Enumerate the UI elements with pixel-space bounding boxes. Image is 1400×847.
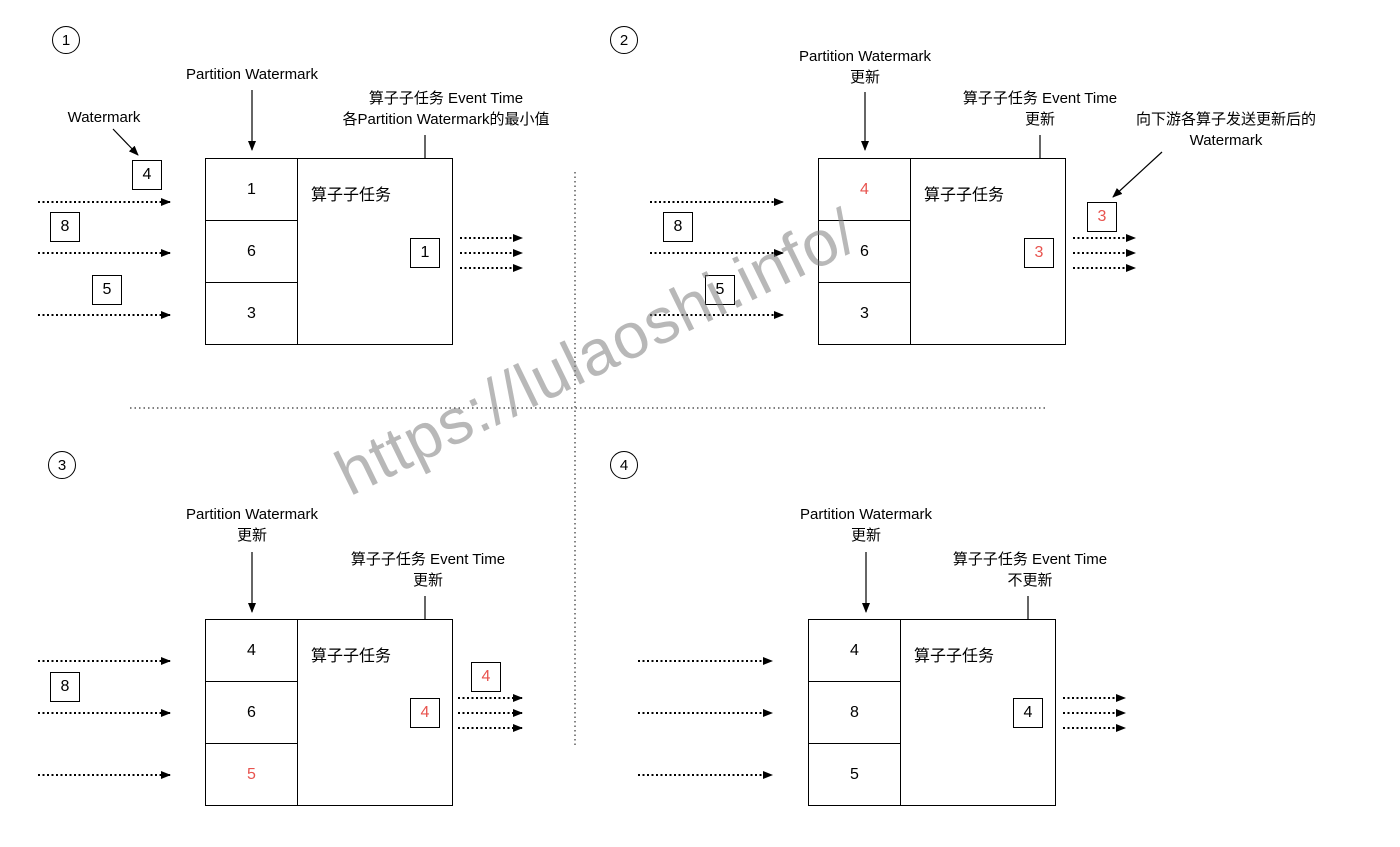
panel-number: 3 [57, 456, 67, 474]
partition-watermark-label: Partition Watermark 更新 [785, 46, 945, 88]
partition-watermark-table: 4 8 5 算子子任务 [808, 619, 1056, 806]
partition-watermark-label-line2: 更新 [850, 527, 881, 544]
input-watermark-value: 8 [673, 218, 683, 235]
event-time-value: 4 [420, 704, 430, 721]
output-watermark-box: 3 [1087, 202, 1117, 232]
event-time-label-line2: 更新 [1024, 111, 1055, 128]
partition-cell: 4 [809, 620, 900, 682]
input-watermark-value: 8 [60, 218, 70, 235]
event-time-label: 算子子任务 Event Time 更新 [950, 88, 1130, 130]
partition-column: 4 6 5 [206, 620, 298, 805]
panel-number: 1 [61, 31, 71, 49]
partition-watermark-label: Partition Watermark [172, 64, 332, 85]
output-watermark-value: 3 [1097, 208, 1107, 225]
operator-subtask-label: 算子子任务 [311, 187, 392, 204]
operator-subtask-label: 算子子任务 [311, 648, 392, 665]
event-time-value: 3 [1034, 244, 1044, 261]
input-watermark-box: 4 [132, 160, 162, 190]
operator-subtask-area: 算子子任务 [911, 159, 1065, 344]
event-time-label-line2: 不更新 [1007, 572, 1053, 589]
input-watermark-value: 4 [142, 166, 152, 183]
panel-4-badge: 4 [610, 451, 638, 479]
partition-cell: 4 [206, 620, 297, 682]
watermark-label-text: Watermark [67, 109, 141, 126]
operator-subtask-label: 算子子任务 [914, 648, 995, 665]
partition-watermark-label-line1: Partition Watermark [800, 506, 932, 523]
operator-subtask-area: 算子子任务 [298, 620, 452, 805]
partition-watermark-label-line1: Partition Watermark [799, 48, 931, 65]
event-time-label: 算子子任务 Event Time 更新 [338, 549, 518, 591]
partition-watermark-label-line2: 更新 [236, 527, 267, 544]
downstream-label: 向下游各算子发送更新后的 Watermark [1120, 109, 1332, 151]
downstream-label-line2: Watermark [1189, 132, 1263, 149]
panel-number: 4 [619, 456, 629, 474]
partition-cell: 5 [850, 765, 859, 783]
partition-cell: 6 [206, 221, 297, 283]
input-watermark-box: 5 [705, 275, 735, 305]
panel-1-badge: 1 [52, 26, 80, 54]
event-time-label-line1: 算子子任务 Event Time [962, 90, 1118, 107]
event-time-box: 1 [410, 238, 440, 268]
partition-cell: 3 [247, 304, 256, 322]
partition-cell: 6 [206, 682, 297, 744]
event-time-label-line2: 各Partition Watermark的最小值 [342, 111, 550, 128]
panel-number: 2 [619, 31, 629, 49]
operator-subtask-area: 算子子任务 [298, 159, 452, 344]
partition-column: 4 8 5 [809, 620, 901, 805]
partition-cell: 6 [819, 221, 910, 283]
partition-column: 4 6 3 [819, 159, 911, 344]
partition-cell: 8 [809, 682, 900, 744]
event-time-label: 算子子任务 Event Time 不更新 [940, 549, 1120, 591]
input-watermark-box: 8 [50, 672, 80, 702]
output-watermark-value: 4 [481, 668, 491, 685]
partition-watermark-label-line2: 更新 [849, 69, 880, 86]
event-time-box: 3 [1024, 238, 1054, 268]
partition-watermark-label: Partition Watermark 更新 [786, 504, 946, 546]
event-time-box: 4 [410, 698, 440, 728]
input-watermark-box: 5 [92, 275, 122, 305]
input-watermark-value: 8 [60, 678, 70, 695]
event-time-label: 算子子任务 Event Time 各Partition Watermark的最小… [328, 88, 564, 130]
input-watermark-box: 8 [663, 212, 693, 242]
operator-subtask-area: 算子子任务 [901, 620, 1055, 805]
watermark-pointer-arrow [112, 128, 139, 156]
event-time-label-line1: 算子子任务 Event Time [350, 551, 506, 568]
downstream-label-line1: 向下游各算子发送更新后的 [1135, 111, 1316, 128]
input-watermark-box: 8 [50, 212, 80, 242]
input-watermark-value: 5 [715, 281, 725, 298]
watermark-label: Watermark [58, 107, 150, 128]
partition-watermark-label: Partition Watermark 更新 [172, 504, 332, 546]
input-watermark-value: 5 [102, 281, 112, 298]
event-time-label-line1: 算子子任务 Event Time [368, 90, 524, 107]
operator-subtask-label: 算子子任务 [924, 187, 1005, 204]
partition-column: 1 6 3 [206, 159, 298, 344]
output-watermark-box: 4 [471, 662, 501, 692]
partition-cell: 4 [819, 159, 910, 221]
event-time-label-line2: 更新 [412, 572, 443, 589]
partition-watermark-label-line1: Partition Watermark [186, 506, 318, 523]
downstream-pointer-arrow [1112, 151, 1163, 198]
panel-3-badge: 3 [48, 451, 76, 479]
partition-cell: 3 [860, 304, 869, 322]
partition-cell: 1 [206, 159, 297, 221]
event-time-value: 1 [420, 244, 430, 261]
panel-2-badge: 2 [610, 26, 638, 54]
event-time-value: 4 [1023, 704, 1033, 721]
partition-watermark-label-line1: Partition Watermark [186, 66, 318, 83]
partition-cell: 5 [247, 765, 256, 783]
event-time-label-line1: 算子子任务 Event Time [952, 551, 1108, 568]
event-time-box: 4 [1013, 698, 1043, 728]
